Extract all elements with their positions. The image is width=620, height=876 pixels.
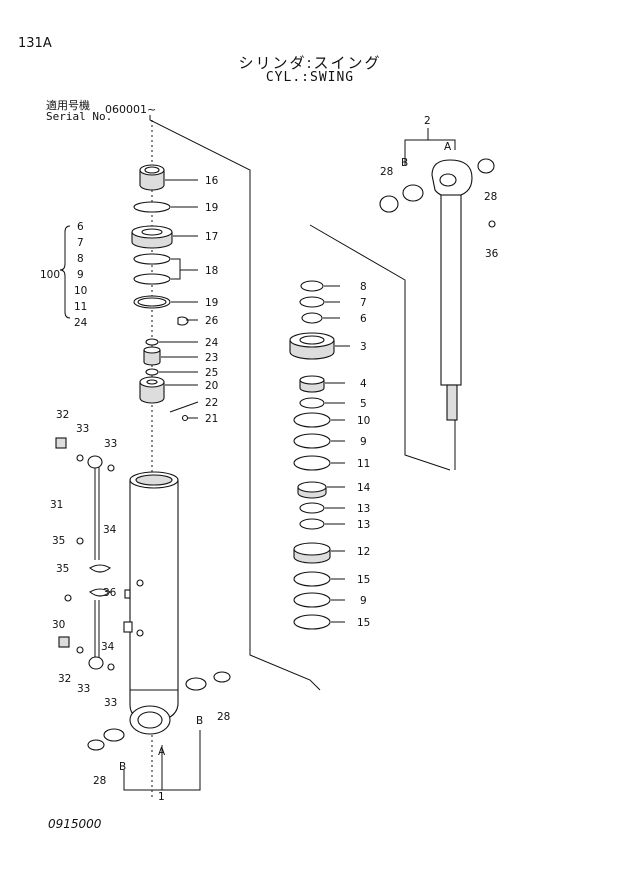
callout-31: 31 [50, 499, 63, 511]
ab-leader-lines [123, 128, 456, 791]
callout-5: 5 [360, 398, 367, 410]
callout-33: 33 [77, 683, 90, 695]
title-english: CYL.:SWING [265, 70, 355, 85]
callout-25: 25 [205, 367, 218, 379]
title-japanese: シリンダ:スイング [238, 54, 382, 72]
callout-33: 33 [104, 697, 117, 709]
part-1-cylinder-tube [129, 471, 179, 735]
callout-36: 36 [485, 248, 499, 260]
callout-3: 3 [360, 341, 367, 353]
callout-23: 23 [205, 352, 218, 364]
callout-18: 18 [205, 265, 218, 277]
callout-24: 24 [74, 317, 88, 329]
callout-28: 28 [93, 775, 106, 787]
callout-28: 28 [484, 191, 497, 203]
callout-15: 15 [357, 574, 370, 586]
callout-22: 22 [205, 397, 218, 409]
callout-4: 4 [360, 378, 367, 390]
callout-2: 2 [424, 115, 431, 127]
callout-16: 16 [205, 175, 219, 187]
part-21-22-screw [169, 401, 199, 422]
callout-35: 35 [56, 563, 69, 575]
callout-9: 9 [360, 436, 367, 448]
callout-8: 8 [360, 281, 367, 293]
callout-labels: 16 19 17 18 19 26 24 23 25 20 22 21 6 7 … [40, 115, 499, 803]
footer-code: 0915000 [48, 817, 102, 831]
callout-20: 20 [205, 380, 218, 392]
callout-15: 15 [357, 617, 370, 629]
callout-9: 9 [360, 595, 367, 607]
callout-7: 7 [360, 297, 367, 309]
page-id: 131A [18, 36, 52, 51]
callout-32: 32 [58, 673, 71, 685]
callout-10: 10 [357, 415, 370, 427]
label-B-left: B [119, 761, 126, 773]
mid-stack-seals [289, 280, 335, 630]
mid-leader-lines [323, 285, 350, 623]
callout-7: 7 [77, 237, 84, 249]
callout-34: 34 [101, 641, 115, 653]
part-18-rings [133, 253, 198, 285]
callout-17: 17 [205, 231, 218, 243]
callout-10: 10 [74, 285, 87, 297]
part-16-bushing [139, 164, 198, 191]
callout-1: 1 [158, 791, 165, 803]
kit-100-label: 100 [40, 269, 60, 281]
callout-14: 14 [357, 482, 371, 494]
callout-11: 11 [74, 301, 87, 313]
serial-label-jp: 適用号機 [46, 99, 90, 112]
part-2-piston-rod [379, 158, 496, 421]
callout-13: 13 [357, 503, 370, 515]
callout-6: 6 [77, 221, 84, 233]
part-20-nut [139, 376, 198, 404]
callout-30: 30 [52, 619, 65, 631]
label-A-top: A [444, 141, 452, 153]
callout-32: 32 [56, 409, 69, 421]
callout-21: 21 [205, 413, 218, 425]
callout-35: 35 [52, 535, 65, 547]
part-25-ring [145, 368, 198, 376]
callout-33: 33 [104, 438, 117, 450]
callout-24: 24 [205, 337, 219, 349]
callout-26: 26 [205, 315, 219, 327]
callout-28: 28 [380, 166, 393, 178]
callout-33: 33 [76, 423, 89, 435]
kit-100-bracket [59, 225, 71, 319]
label-A-bottom: A [158, 746, 166, 758]
callout-36: 36 [103, 587, 117, 599]
serial-number: 060001~ [105, 103, 157, 116]
part-26-clip [177, 316, 198, 326]
callout-12: 12 [357, 546, 370, 558]
pin-bushings-lower [87, 671, 231, 751]
callout-11: 11 [357, 458, 370, 470]
callout-6: 6 [360, 313, 367, 325]
callout-9: 9 [77, 269, 84, 281]
label-B-right: B [196, 715, 203, 727]
callout-8: 8 [77, 253, 84, 265]
part-17-piston-head [131, 225, 198, 249]
callout-13: 13 [357, 519, 370, 531]
part-24-ring [145, 338, 198, 346]
callout-19: 19 [205, 297, 218, 309]
serial-label-en: Serial No. [46, 110, 113, 123]
part-19-ring-lower [133, 295, 198, 309]
label-B-top: B [401, 157, 408, 169]
part-23-sleeve [143, 346, 198, 366]
piping-parts-left [55, 437, 133, 671]
callout-28: 28 [217, 711, 230, 723]
callout-34: 34 [103, 524, 117, 536]
callout-19: 19 [205, 202, 218, 214]
part-19-ring-upper [133, 201, 198, 213]
